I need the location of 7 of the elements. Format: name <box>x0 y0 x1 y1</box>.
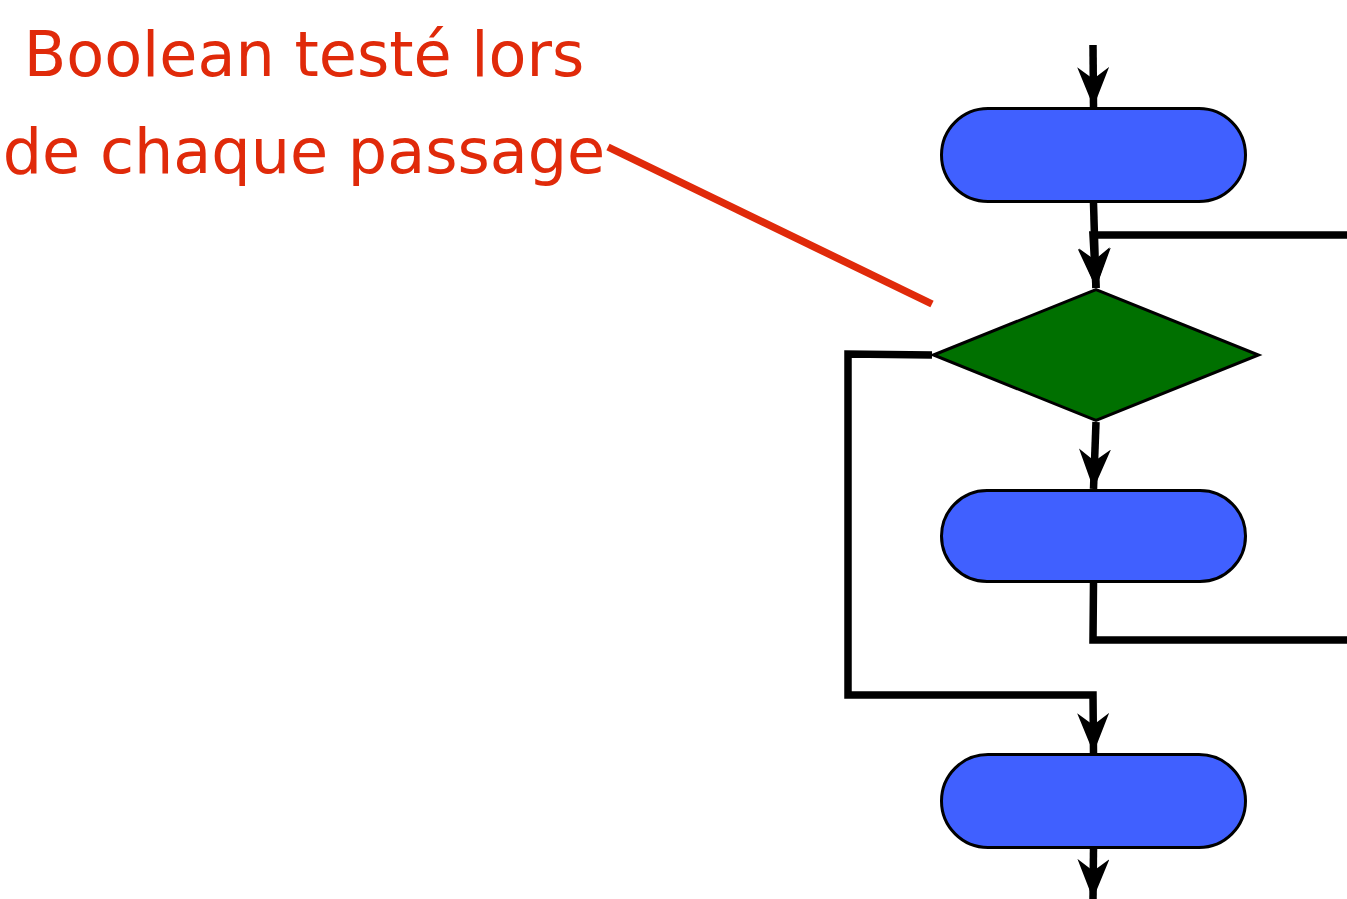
annotation-text: Boolean testé lors de chaque passage <box>0 0 608 300</box>
arrow <box>1077 231 1347 644</box>
leader-line <box>606 143 934 308</box>
arrow <box>1077 44 1110 108</box>
arrow <box>1077 848 1110 899</box>
arrow <box>1079 421 1111 490</box>
arrow <box>844 350 1110 754</box>
